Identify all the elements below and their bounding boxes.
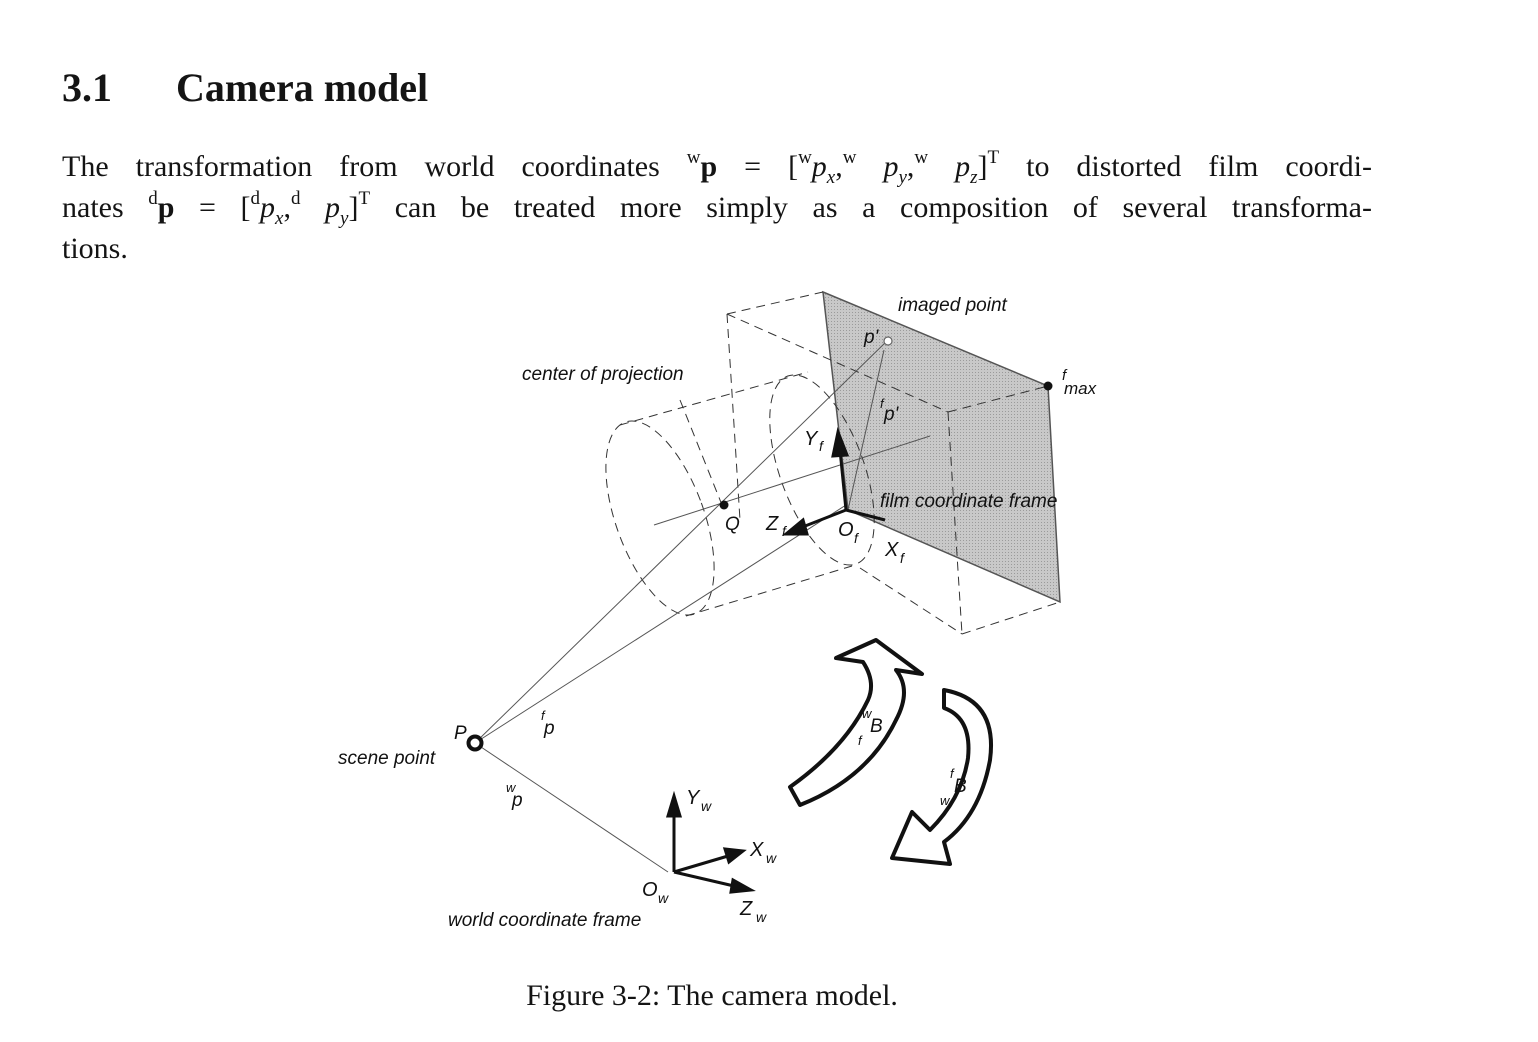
- wp-label: p: [511, 790, 523, 811]
- yf-subscript: f: [819, 438, 825, 454]
- fwb-subscript: w: [940, 793, 951, 808]
- zf-label: Z: [765, 513, 779, 535]
- film-coordinate-frame-label: film coordinate frame: [880, 491, 1057, 512]
- scene-point-marker: [466, 734, 484, 752]
- q-label: Q: [725, 514, 740, 535]
- paragraph-text: can be treated more simply as a composit…: [394, 191, 1372, 224]
- lens-outline: [605, 371, 875, 617]
- fp-prime-label: p': [883, 404, 900, 425]
- center-of-projection-point: [719, 500, 729, 510]
- fmax-superscript: f: [1062, 367, 1068, 384]
- wfb-superscript: w: [862, 706, 873, 721]
- paragraph-text: nates: [62, 191, 124, 224]
- xf-subscript: f: [900, 550, 906, 566]
- figure-caption: Figure 3-2: The camera model.: [526, 979, 898, 1012]
- yw-subscript: w: [701, 798, 712, 814]
- ow-label: O: [642, 879, 658, 901]
- paragraph-line-3: tions.: [62, 228, 1372, 269]
- fmax-label: max: [1064, 379, 1097, 398]
- fp-superscript: f: [541, 708, 546, 723]
- zw-subscript: w: [756, 909, 767, 925]
- world-axes: [665, 790, 756, 894]
- fp-prime-superscript: f: [880, 396, 885, 411]
- section-title: Camera model: [176, 65, 429, 110]
- scene-point-label: scene point: [338, 748, 436, 769]
- imaged-point-label: imaged point: [898, 295, 1008, 316]
- fwb-label: B: [954, 776, 967, 797]
- paragraph-text: The transformation from world coordinate…: [62, 150, 660, 183]
- yw-label: Y: [686, 787, 701, 809]
- projection-rays: [474, 339, 931, 873]
- paragraph-line-2: nates dp = [dpx,d py]T can be treated mo…: [62, 187, 1372, 228]
- zf-subscript: f: [782, 523, 788, 539]
- of-label: O: [838, 519, 854, 541]
- xf-label: X: [884, 539, 899, 561]
- fp-label: p: [543, 718, 555, 739]
- xw-label: X: [749, 839, 764, 861]
- wfb-subscript: f: [858, 733, 863, 748]
- paragraph-text: tions.: [62, 232, 128, 265]
- wfb-label: B: [870, 716, 883, 737]
- paragraph-line-1: The transformation from world coordinate…: [62, 146, 1372, 187]
- paragraph-text: to distorted film coordi-: [1026, 150, 1373, 183]
- film-axes: [781, 426, 886, 536]
- imaged-point-marker: [883, 336, 893, 346]
- of-subscript: f: [854, 530, 860, 546]
- center-of-projection-label: center of projection: [522, 364, 684, 385]
- zw-label: Z: [739, 898, 753, 920]
- ow-subscript: w: [658, 890, 669, 906]
- transform-arrow-fwB: [890, 688, 993, 866]
- yf-label: Y: [804, 428, 819, 450]
- fwb-superscript: f: [950, 766, 955, 781]
- equation-world-point: wp = [wpx,w py,w pz]T: [686, 147, 1000, 188]
- wp-superscript: w: [506, 780, 517, 795]
- fmax-point: [1043, 381, 1053, 391]
- camera-body-outline: [726, 291, 1061, 635]
- scene-point-p-label: P: [454, 723, 467, 744]
- section-number: 3.1: [62, 65, 112, 110]
- world-coordinate-frame-label: world coordinate frame: [448, 910, 641, 931]
- xw-subscript: w: [766, 850, 777, 866]
- p-prime-label: p': [863, 327, 880, 348]
- transform-arrow-wfB: [788, 638, 924, 807]
- equation-film-point: dp = [dpx,d py]T: [148, 188, 371, 229]
- body-paragraph: The transformation from world coordinate…: [62, 146, 1372, 269]
- section-heading: 3.1 Camera model: [62, 62, 428, 114]
